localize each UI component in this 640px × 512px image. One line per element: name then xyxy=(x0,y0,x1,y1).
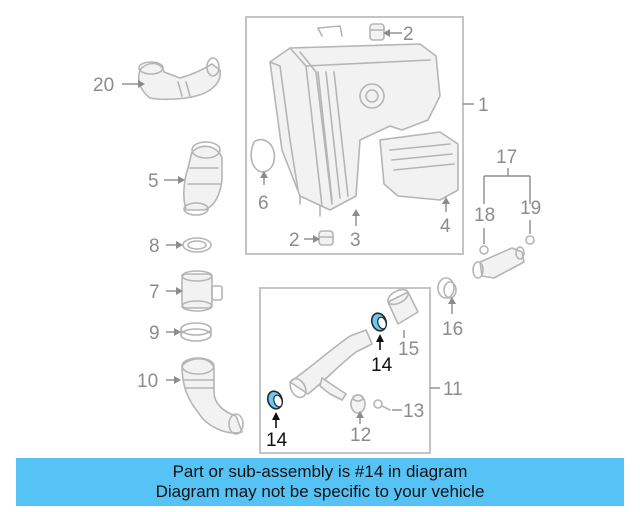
part-6-seal[interactable] xyxy=(250,138,276,173)
part-12-grommet[interactable] xyxy=(350,394,366,414)
part-14-clamp-lower[interactable] xyxy=(265,389,284,411)
intake-pipe-group-box xyxy=(259,287,431,454)
callout-3: 3 xyxy=(350,230,361,251)
callout-19: 19 xyxy=(520,198,541,219)
arrow-9 xyxy=(174,328,181,336)
callout-9: 9 xyxy=(149,323,160,344)
arrow-7 xyxy=(176,287,183,295)
callout-8: 8 xyxy=(149,236,160,257)
callout-10: 10 xyxy=(137,371,158,392)
callout-14-upper: 14 xyxy=(371,355,393,376)
arrow-14-upper xyxy=(376,334,384,342)
arrow-10 xyxy=(174,376,181,384)
part-bracket xyxy=(317,25,343,37)
arrow-20 xyxy=(138,80,145,88)
part-8-gasket[interactable] xyxy=(182,237,212,253)
callout-17: 17 xyxy=(496,147,517,168)
callout-11: 11 xyxy=(443,379,463,400)
arrow-14-lower xyxy=(272,412,280,420)
info-banner: Part or sub-assembly is #14 in diagram D… xyxy=(16,458,624,506)
callout-2-bottom: 2 xyxy=(289,230,300,251)
banner-line-1: Part or sub-assembly is #14 in diagram xyxy=(172,462,468,481)
callout-7: 7 xyxy=(149,282,160,303)
part-20-intake-duct[interactable] xyxy=(137,57,221,101)
arrow-6 xyxy=(260,171,268,178)
part-2-grommet-bottom[interactable] xyxy=(318,230,334,246)
arrow-8 xyxy=(176,241,183,249)
part-5-elbow-hose[interactable] xyxy=(183,141,223,216)
callout-6: 6 xyxy=(258,193,269,214)
part-17-connector-pipe[interactable] xyxy=(472,235,535,279)
arrow-4 xyxy=(442,197,450,204)
callout-15: 15 xyxy=(398,339,419,360)
part-16-clamp[interactable] xyxy=(437,277,457,299)
part-11-intake-pipe[interactable] xyxy=(287,329,373,401)
air-cleaner-group-box xyxy=(245,16,464,255)
part-1-air-cleaner-housing[interactable] xyxy=(269,43,459,217)
callout-12: 12 xyxy=(350,425,371,446)
arrow-12 xyxy=(356,411,364,418)
callout-4: 4 xyxy=(440,216,451,237)
part-10-long-hose[interactable] xyxy=(181,357,244,435)
callout-18: 18 xyxy=(474,205,495,226)
callout-20: 20 xyxy=(93,75,114,96)
callout-5: 5 xyxy=(148,171,159,192)
banner-line-2: Diagram may not be specific to your vehi… xyxy=(155,482,485,501)
callout-14-lower: 14 xyxy=(266,430,288,451)
part-2-grommet-top[interactable] xyxy=(369,23,385,41)
arrow-16 xyxy=(448,297,456,304)
part-7-mass-air-flow-sensor[interactable] xyxy=(181,270,223,312)
part-15-short-hose[interactable] xyxy=(385,287,419,325)
part-14-clamp-upper[interactable] xyxy=(369,311,388,333)
callout-1: 1 xyxy=(478,95,489,116)
arrow-2-bottom xyxy=(313,235,320,243)
arrow-3 xyxy=(352,209,360,216)
callout-16: 16 xyxy=(442,319,463,340)
part-13-fitting[interactable] xyxy=(373,399,391,411)
part-9-clamp[interactable] xyxy=(180,322,212,342)
callout-2-top: 2 xyxy=(403,24,414,45)
leader-17 xyxy=(483,168,531,204)
callout-13: 13 xyxy=(403,401,424,422)
arrow-5 xyxy=(178,176,185,184)
arrow-2-top xyxy=(383,29,390,37)
